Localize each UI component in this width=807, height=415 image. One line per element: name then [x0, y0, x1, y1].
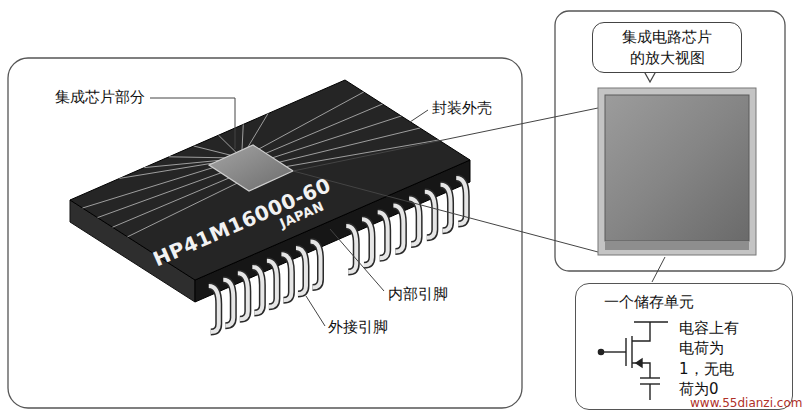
- pin: [441, 185, 451, 231]
- internal-lead: [242, 124, 243, 150]
- watermark: www.55dianzi.com: [690, 396, 802, 410]
- pin-outline: [311, 242, 321, 288]
- internal-lead: [266, 104, 383, 153]
- node-body: 电容上有电荷为1，无电荷为0: [679, 318, 743, 399]
- pin: [393, 205, 403, 251]
- internal-lead: [113, 178, 230, 227]
- internal-lead: [98, 173, 222, 218]
- leader-line: [306, 296, 325, 326]
- pin: [362, 219, 372, 265]
- pin: [409, 199, 419, 245]
- internal-lead: [194, 146, 231, 155]
- part-label: 内部引脚: [388, 285, 448, 303]
- pin-outline: [209, 286, 219, 332]
- internal-lead: [83, 168, 214, 208]
- memory-cell-box: 一个储存单元电容上有电荷为1，无电荷为0: [575, 283, 793, 410]
- chip-photo: [605, 95, 749, 241]
- part-label: 封装外壳: [432, 99, 492, 117]
- part-label: 外接引脚: [328, 318, 388, 336]
- pin: [281, 254, 291, 300]
- chip-marking: HP41M16000-60: [150, 173, 335, 272]
- internal-lead: [248, 114, 268, 148]
- pin-outline: [409, 199, 419, 245]
- leader-line: [652, 257, 665, 282]
- external-pins: [209, 178, 467, 332]
- internal-lead: [219, 135, 237, 152]
- pin: [238, 273, 248, 319]
- pin-outline: [378, 212, 388, 258]
- part-label: 集成芯片部分: [55, 88, 145, 106]
- leader-line: [150, 98, 235, 149]
- pin-outline: [296, 248, 306, 294]
- pin: [252, 267, 262, 313]
- pin-outline: [441, 185, 451, 231]
- pin-outline: [281, 254, 291, 300]
- internal-lead: [169, 157, 225, 158]
- pin-outline: [393, 205, 403, 251]
- node-title: 一个储存单元: [604, 292, 694, 312]
- right-panel: [555, 11, 785, 271]
- chip-photo-frame: [598, 88, 756, 255]
- node-title: 集成电路芯片的放大视图: [619, 27, 715, 68]
- pin: [267, 261, 277, 307]
- internal-lead: [144, 160, 219, 167]
- pin: [223, 280, 233, 326]
- view-line: [293, 171, 598, 252]
- internal-lead: [259, 92, 364, 149]
- internal-lead: [279, 128, 420, 162]
- pin-outline: [362, 219, 372, 265]
- chip-photo-strip: [605, 241, 749, 250]
- pin: [378, 212, 388, 258]
- pin-outline: [238, 273, 248, 319]
- die: [209, 145, 293, 191]
- pin: [296, 248, 306, 294]
- pin: [209, 286, 219, 332]
- leader-line: [410, 110, 428, 122]
- leader-line: [330, 229, 384, 291]
- pin-outline: [252, 267, 262, 313]
- pin-outline: [425, 192, 435, 238]
- pin: [311, 242, 321, 288]
- package-top: [70, 80, 470, 280]
- pin-outline: [267, 261, 277, 307]
- left-panel: [8, 58, 522, 408]
- speech-bubble: 集成电路芯片的放大视图: [592, 22, 742, 73]
- pin: [425, 192, 435, 238]
- view-line: [293, 108, 598, 171]
- pin-outline: [223, 280, 233, 326]
- internal-lead: [286, 140, 439, 167]
